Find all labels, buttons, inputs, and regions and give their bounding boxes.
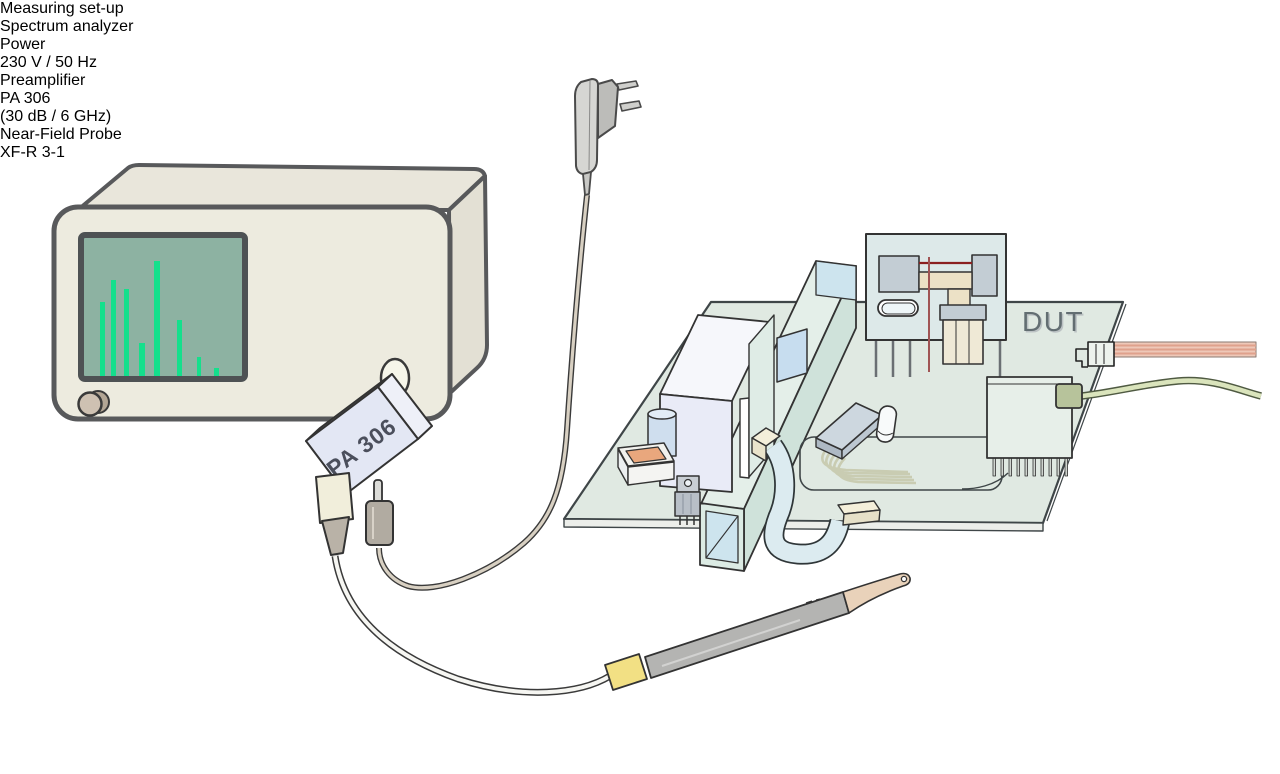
preamplifier-label-line3: (30 dB / 6 GHz): [0, 108, 112, 125]
ribbon-connector-a: [751, 427, 781, 462]
green-cable-connector: [1055, 383, 1083, 409]
preamplifier-label: Preamplifier PA 306 (30 dB / 6 GHz): [0, 72, 1280, 126]
pcb-front-edge: [563, 518, 1044, 532]
probe-connector: [604, 653, 648, 691]
analyzer-knob: [77, 390, 110, 417]
spectrum-bar: [177, 320, 182, 376]
dut-label: DUT: [1022, 306, 1084, 337]
power-cable: [376, 194, 590, 591]
page-title: Measuring set-up: [0, 0, 124, 17]
spectrum-bars: [100, 261, 219, 376]
dut-label-shadow: DUT: [1024, 308, 1086, 339]
ic-pins: [992, 457, 1068, 477]
preamplifier-label-line2: PA 306: [0, 90, 51, 107]
spectrum-bar: [111, 280, 116, 376]
transistor-to220: [674, 475, 701, 525]
vertical-module-box: [659, 314, 771, 493]
probe-tip-loop: [900, 575, 908, 583]
pink-ribbon-cable: [1112, 341, 1257, 358]
analyzer-top-face: [77, 163, 487, 212]
spectrum-bar: [124, 289, 129, 376]
preamp-output-connector: [315, 472, 354, 524]
probe-body: [644, 591, 850, 679]
preamp-cable-strain-relief: [321, 516, 350, 556]
spectrum-analyzer: [51, 163, 489, 422]
probe-tip: [842, 572, 911, 614]
spectrum-bar: [139, 343, 145, 376]
spectrum-bar: [214, 368, 219, 376]
spectrum-bar: [154, 261, 160, 376]
dc-barrel-connector: [365, 479, 394, 546]
spectrum-bar: [100, 302, 105, 376]
capsule-component: [875, 405, 898, 443]
preamplifier-label-line1: Preamplifier: [0, 72, 86, 89]
power-label-line2: 230 V / 50 Hz: [0, 54, 97, 71]
dut-module: [865, 233, 1007, 377]
pcb-right-edge: [1046, 303, 1127, 522]
power-label-line1: Power: [0, 36, 46, 53]
green-cable: [1081, 376, 1262, 400]
orange-component-box: [617, 442, 675, 486]
dut-board: DUT DUT: [562, 233, 1262, 572]
probe-cable: [331, 555, 612, 696]
analyzer-screen: [78, 232, 248, 382]
probe-label-line1: Near-Field Probe: [0, 126, 122, 143]
near-field-probe: [604, 572, 911, 691]
power-plug-icon: [574, 78, 642, 196]
spectrum-bar: [197, 357, 201, 376]
probe-label-line2: XF-R 3-1: [0, 144, 65, 161]
modular-plug-connector: [1075, 341, 1115, 368]
near-field-probe-label: Near-Field Probe XF-R 3-1: [0, 126, 1280, 162]
analyzer-side-face: [447, 174, 489, 395]
ribbon-connector-b: [837, 500, 881, 526]
power-label: Power 230 V / 50 Hz: [0, 36, 1280, 72]
flex-ribbon-cable: [751, 427, 881, 565]
spectrum-analyzer-label: Spectrum analyzer: [0, 18, 134, 35]
flat-chip: [815, 402, 883, 460]
blue-panel: [776, 328, 808, 383]
